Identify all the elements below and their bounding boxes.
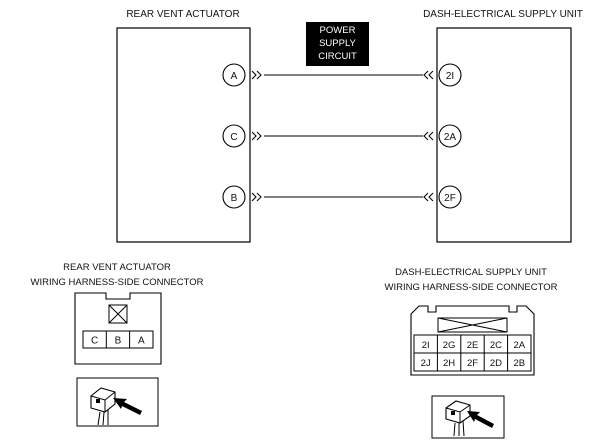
connector-sketch — [90, 387, 116, 413]
rear-vent-actuator-title: REAR VENT ACTUATOR — [126, 9, 239, 20]
power-box-line-1: POWER — [320, 25, 356, 36]
left-pin-c: C — [91, 336, 98, 347]
connector-sketch-pin — [451, 411, 455, 415]
left-connector-pin-row — [82, 330, 154, 349]
right-pin-2b: 2B — [513, 358, 525, 369]
terminal-c-circle — [222, 124, 246, 148]
right-pin-2g: 2G — [443, 340, 456, 351]
connector-chevron-icon — [428, 192, 434, 202]
left-view-direction-icon — [76, 377, 159, 427]
right-pin-2e: 2E — [467, 340, 479, 351]
right-view-direction-icon — [431, 395, 505, 439]
left-connector-title-line2: WIRING HARNESS-SIDE CONNECTOR — [31, 277, 204, 288]
power-supply-circuit-box: POWER SUPPLY CIRCUIT — [306, 22, 369, 66]
connector-chevron-icon — [256, 70, 262, 80]
connector-chevron-icon — [256, 192, 262, 202]
wire-a-2i: A 2I — [222, 63, 462, 87]
right-pin-2i: 2I — [422, 340, 430, 351]
connector-sketch-edge — [90, 391, 116, 412]
wire-b-2f: B 2F — [222, 185, 462, 209]
connector-chevron-icon — [423, 131, 429, 141]
right-connector-face: 2I 2G 2E 2C 2A 2J 2H 2F 2D 2B — [410, 305, 535, 376]
terminal-2i-circle — [438, 63, 462, 87]
lock-cross-line — [108, 304, 128, 324]
terminal-c-label: C — [230, 132, 237, 143]
dash-electrical-supply-unit-title: DASH-ELECTRICAL SUPPLY UNIT — [423, 9, 583, 20]
right-pin-2h: 2H — [443, 358, 455, 369]
left-connector-face: C B A — [74, 292, 162, 365]
left-connector-title-line1: REAR VENT ACTUATOR — [63, 262, 171, 273]
terminal-b-circle — [222, 185, 246, 209]
connector-sketch — [445, 400, 471, 424]
terminal-2f-label: 2F — [444, 193, 456, 204]
right-connector-title-line1: DASH-ELECTRICAL SUPPLY UNIT — [395, 267, 547, 278]
right-pin-2c: 2C — [490, 340, 502, 351]
connector-sketch-edge — [445, 404, 471, 423]
connector-chevron-icon — [428, 70, 434, 80]
lock-cross-line — [437, 317, 508, 333]
power-box-line-3: CIRCUIT — [318, 51, 357, 62]
connector-chevron-icon — [256, 131, 262, 141]
view-icon-frame — [431, 395, 505, 439]
wire-c-2a: C 2A — [222, 124, 462, 148]
right-connector-title-line2: WIRING HARNESS-SIDE CONNECTOR — [385, 282, 558, 293]
connector-chevron-icon — [428, 131, 434, 141]
connector-wires-sketch — [453, 420, 465, 437]
connector-chevron-icon — [251, 131, 257, 141]
power-box-line-2: SUPPLY — [319, 38, 356, 49]
left-pin-b: B — [115, 336, 122, 347]
terminal-a-label: A — [231, 71, 238, 82]
connector-chevron-icon — [251, 192, 257, 202]
left-connector-outline — [74, 292, 162, 365]
connector-wires-sketch — [97, 410, 109, 426]
terminal-2a-label: 2A — [444, 132, 457, 143]
arrow-icon — [467, 411, 494, 428]
terminal-2a-circle — [438, 124, 462, 148]
left-pin-a: A — [138, 336, 145, 347]
right-pin-2a: 2A — [513, 340, 525, 351]
right-pin-2j: 2J — [421, 358, 431, 369]
connector-chevron-icon — [423, 70, 429, 80]
arrow-icon — [113, 398, 142, 415]
terminal-2i-label: 2I — [446, 71, 454, 82]
terminal-b-label: B — [231, 193, 238, 204]
right-pin-2f: 2F — [467, 358, 478, 369]
terminal-2f-circle — [438, 185, 462, 209]
terminal-a-circle — [222, 63, 246, 87]
connector-chevron-icon — [251, 70, 257, 80]
connector-sketch-pin — [96, 399, 100, 403]
connector-chevron-icon — [423, 192, 429, 202]
right-pin-2d: 2D — [490, 358, 502, 369]
